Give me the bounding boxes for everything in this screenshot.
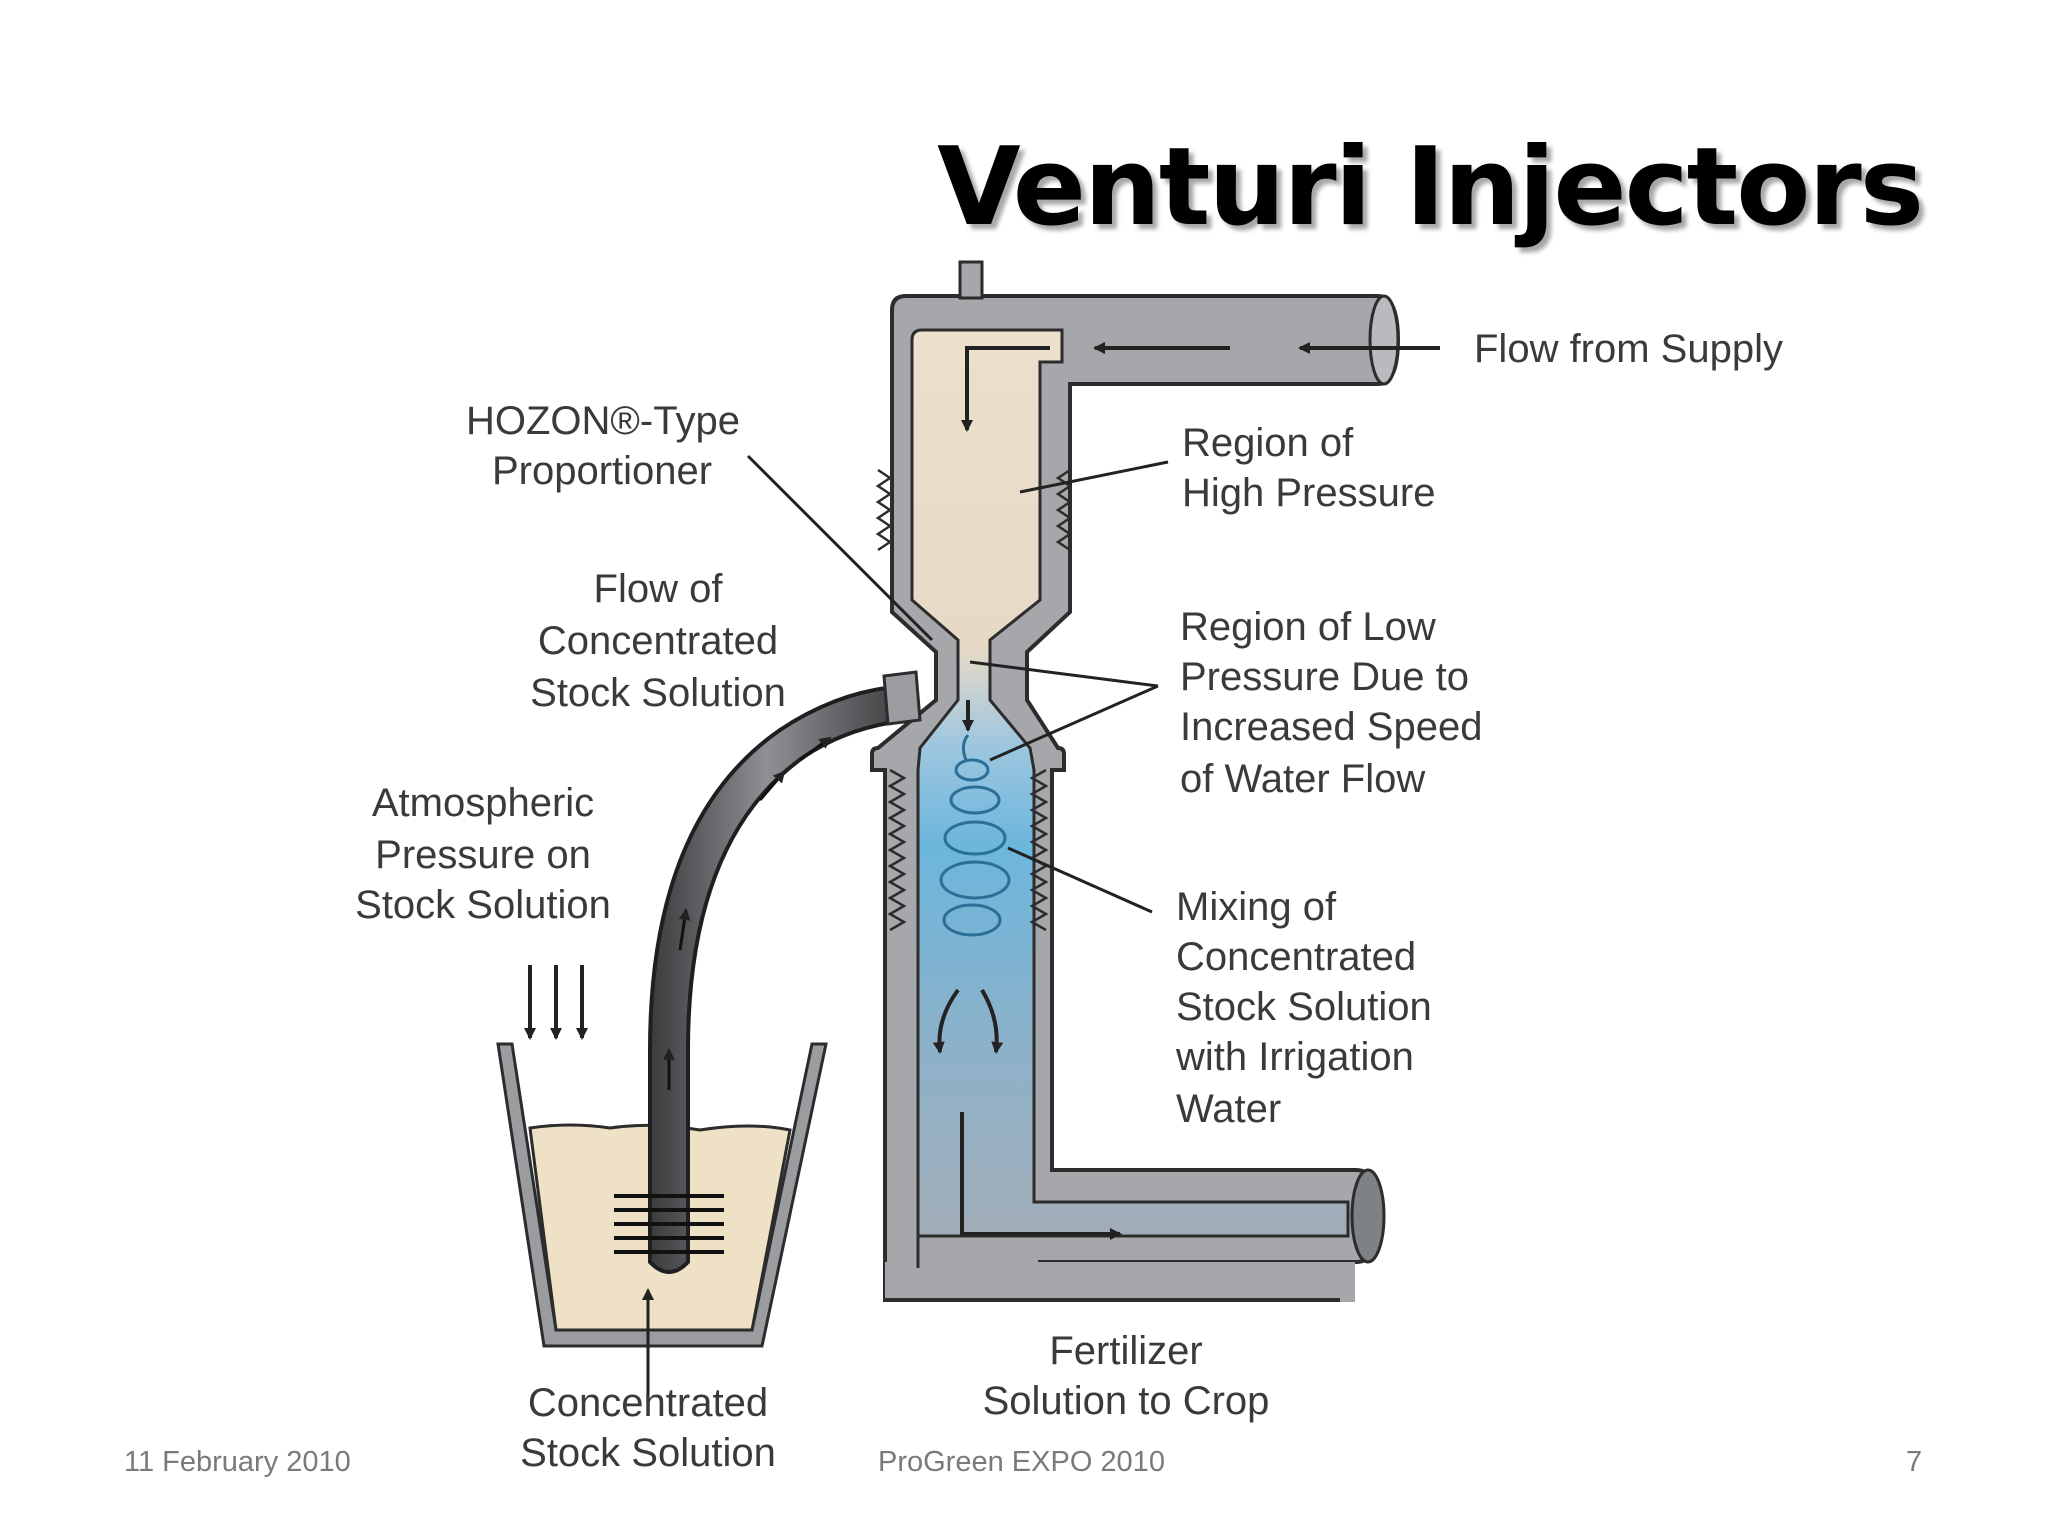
label-mixing-4: with Irrigation — [1175, 1035, 1414, 1079]
footer-page-number: 7 — [1906, 1446, 1923, 1478]
leader-lines — [642, 454, 1169, 1416]
suction-tube — [614, 670, 922, 1274]
label-hozon-2: Proportioner — [492, 449, 712, 493]
label-low-pressure-2: Pressure Due to — [1180, 655, 1469, 699]
label-stock-solution-2: Stock Solution — [520, 1431, 776, 1475]
label-mixing-2: Concentrated — [1176, 935, 1416, 979]
label-mixing-1: Mixing of — [1176, 885, 1337, 929]
slide-title: Venturi Injectors — [937, 125, 1924, 250]
label-hozon-1: HOZON®-Type — [466, 399, 740, 443]
label-atmospheric-2: Pressure on — [375, 833, 591, 877]
label-high-pressure-1: Region of — [1182, 421, 1354, 465]
label-low-pressure-3: Increased Speed — [1180, 705, 1482, 749]
mixing-swirl — [939, 734, 1011, 937]
label-mixing-5: Water — [1176, 1087, 1281, 1131]
label-flow-conc-3: Stock Solution — [530, 671, 786, 715]
label-fertilizer-1: Fertilizer — [1049, 1329, 1202, 1373]
label-fertilizer-2: Solution to Crop — [983, 1379, 1270, 1423]
atmospheric-arrows — [524, 965, 588, 1040]
label-high-pressure-2: High Pressure — [1182, 471, 1435, 515]
label-flow-conc-2: Concentrated — [538, 619, 778, 663]
label-stock-solution-1: Concentrated — [528, 1381, 768, 1425]
label-flow-conc-1: Flow of — [594, 567, 724, 611]
label-low-pressure-1: Region of Low — [1180, 605, 1436, 649]
label-flow-from-supply: Flow from Supply — [1474, 327, 1783, 371]
diagram-labels: Flow from Supply HOZON®-Type Proportione… — [355, 327, 1783, 1475]
footer-date: 11 February 2010 — [124, 1446, 351, 1478]
flow-arrows — [932, 342, 1440, 1240]
label-mixing-3: Stock Solution — [1176, 985, 1432, 1029]
footer-event: ProGreen EXPO 2010 — [878, 1446, 1165, 1478]
label-low-pressure-4: of Water Flow — [1180, 757, 1425, 801]
label-atmospheric-3: Stock Solution — [355, 883, 611, 927]
label-atmospheric-1: Atmospheric — [372, 781, 594, 825]
